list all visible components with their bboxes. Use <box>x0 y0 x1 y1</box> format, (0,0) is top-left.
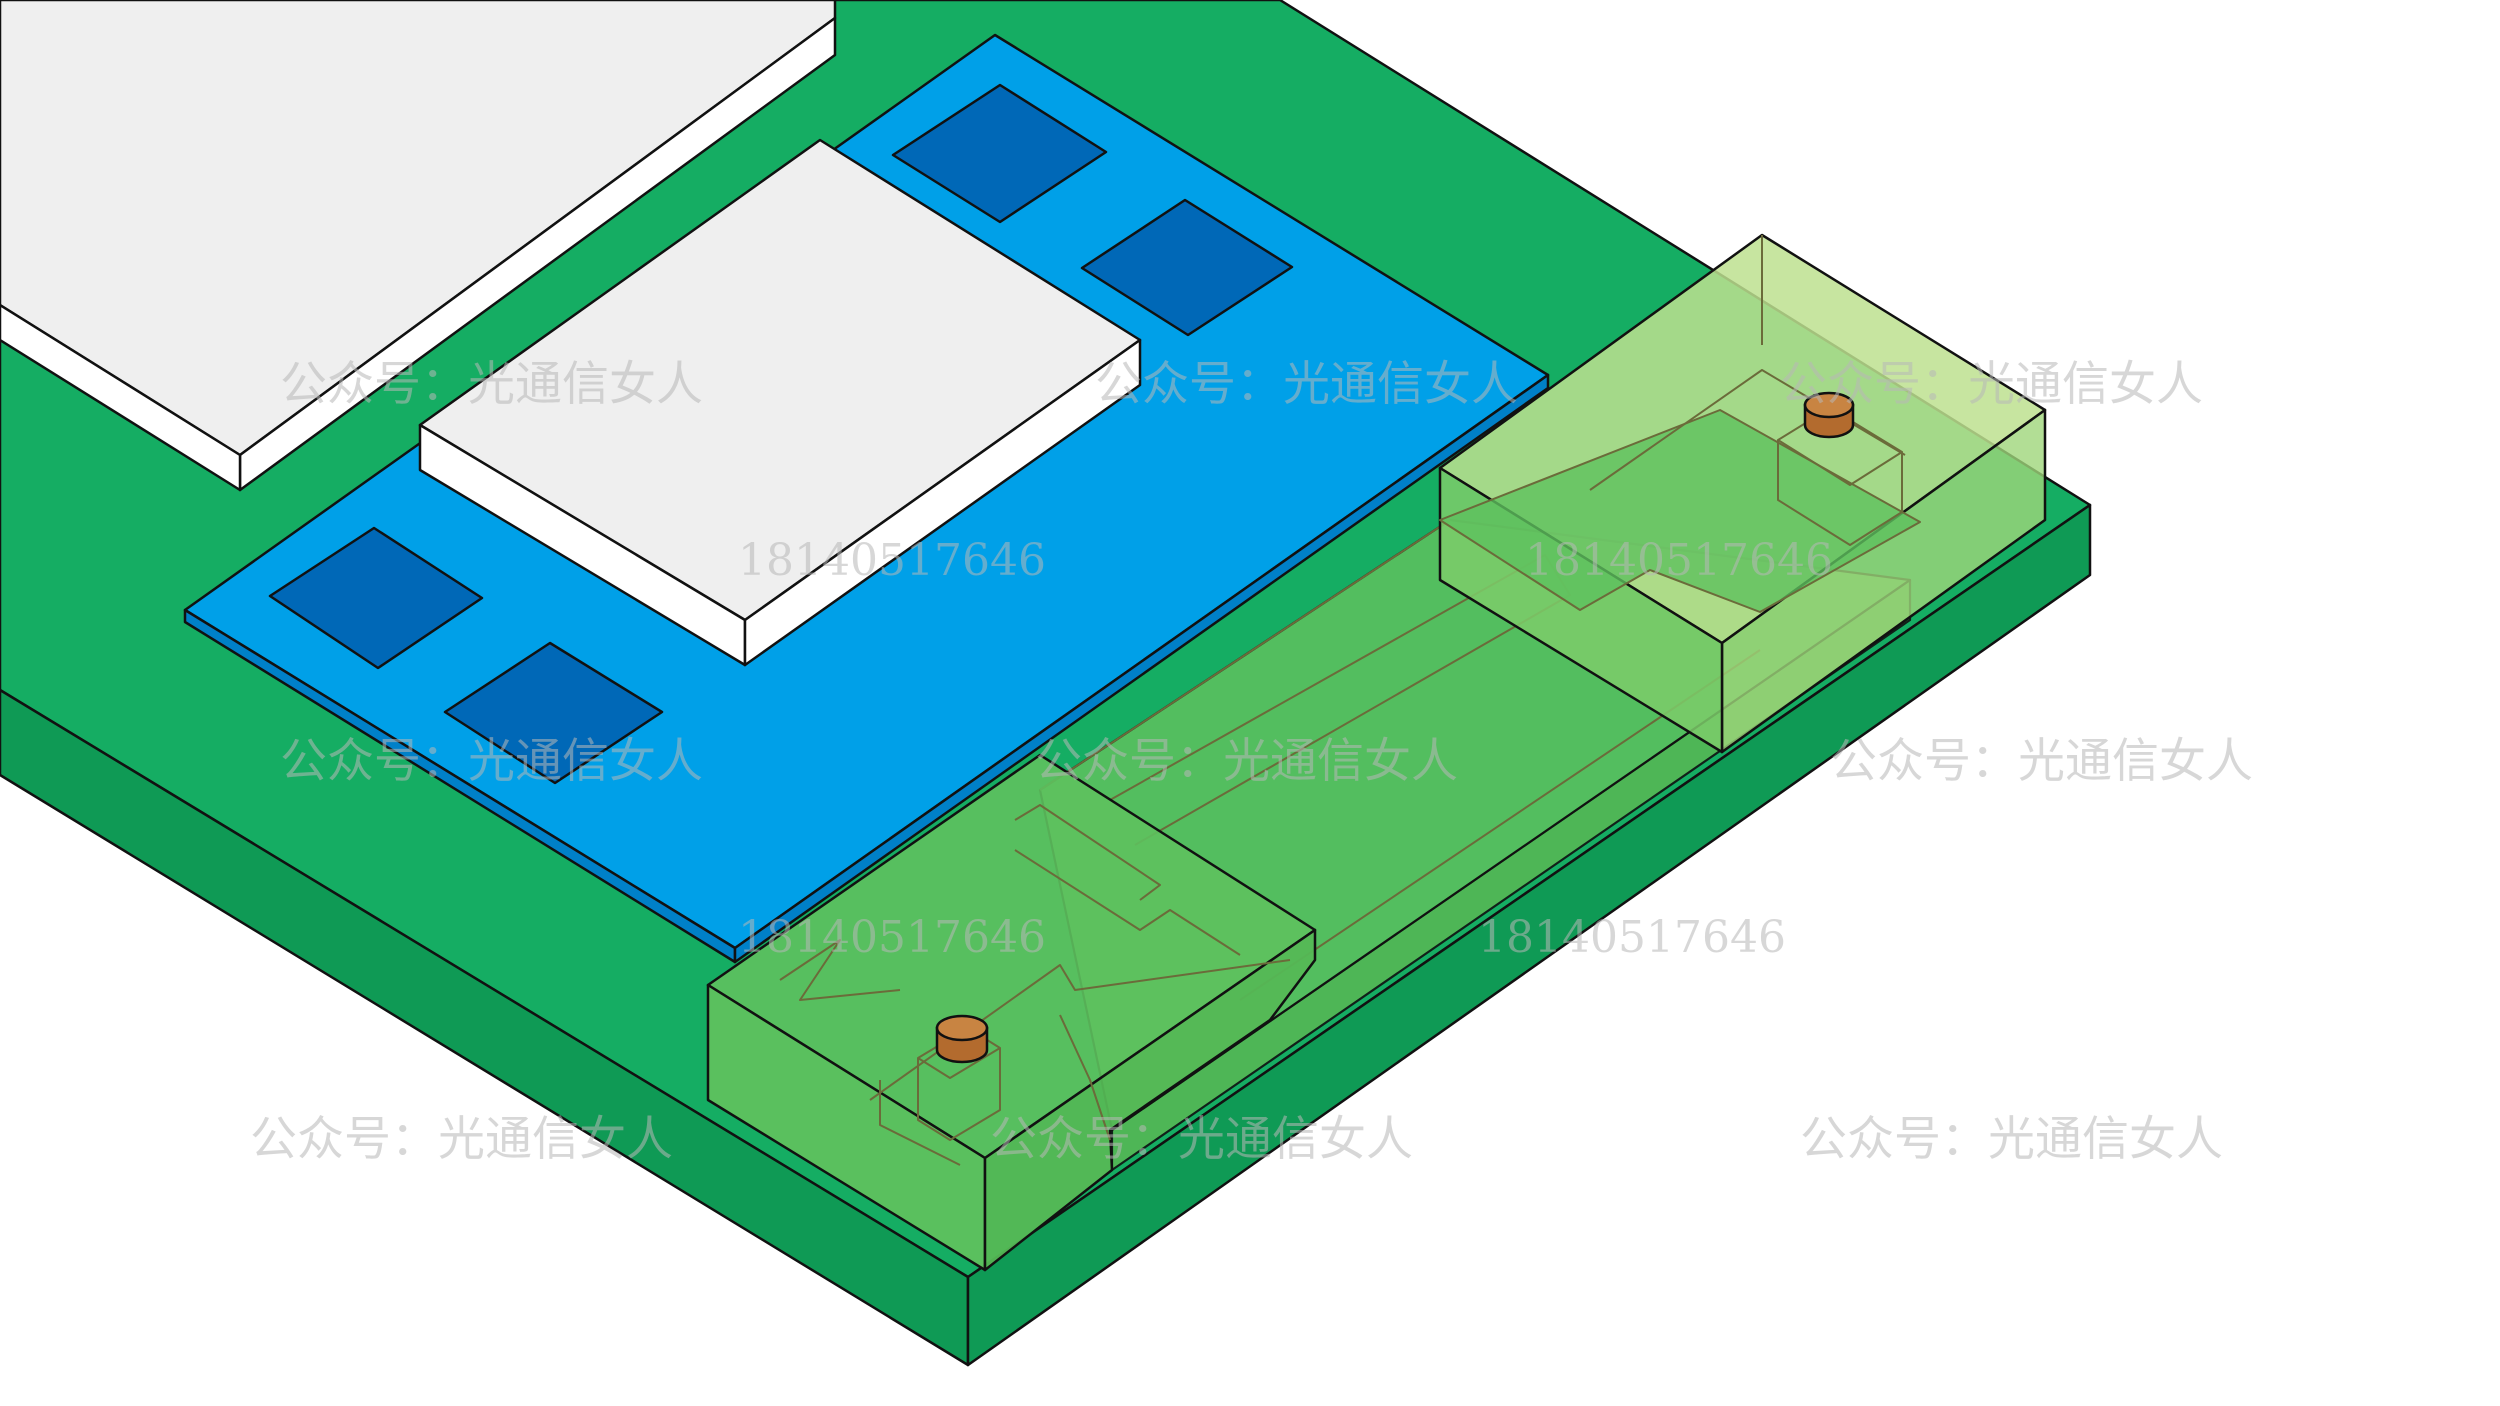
left-housing-inner-2 <box>1014 849 1241 956</box>
rear-chip <box>0 0 837 492</box>
pad-bottom-left <box>268 526 484 670</box>
left-alignment-pin <box>935 1014 989 1064</box>
right-alignment-pin <box>1803 391 1855 439</box>
pad-top-right <box>1080 198 1294 337</box>
pad-top-left <box>891 83 1108 224</box>
alignment-pins <box>935 391 1855 1064</box>
left-pin-block-side <box>917 1048 1001 1141</box>
left-housing-ledge <box>879 1080 961 1166</box>
left-housing <box>706 753 1317 1272</box>
rear-chip-side-front <box>0 303 242 492</box>
right-pin-block-side <box>1777 440 1903 546</box>
front-chip-side-right <box>743 338 1142 667</box>
left-housing-inner-5 <box>1059 1014 1111 1141</box>
front-chip <box>418 138 1142 667</box>
pad-bottom-right <box>443 641 664 785</box>
channel-line-2 <box>1039 519 1451 791</box>
right-housing-step <box>1439 409 1921 613</box>
right-housing <box>1438 233 2047 754</box>
right-housing-inner-1 <box>1589 369 1906 491</box>
left-housing-side <box>983 928 1317 1272</box>
pcb-right-side <box>966 503 2092 1367</box>
left-housing-inner-4 <box>779 939 901 1001</box>
left-housing-inner-1 <box>1014 804 1161 901</box>
pad-group <box>268 83 1294 785</box>
substrate-side-right <box>733 373 1550 964</box>
